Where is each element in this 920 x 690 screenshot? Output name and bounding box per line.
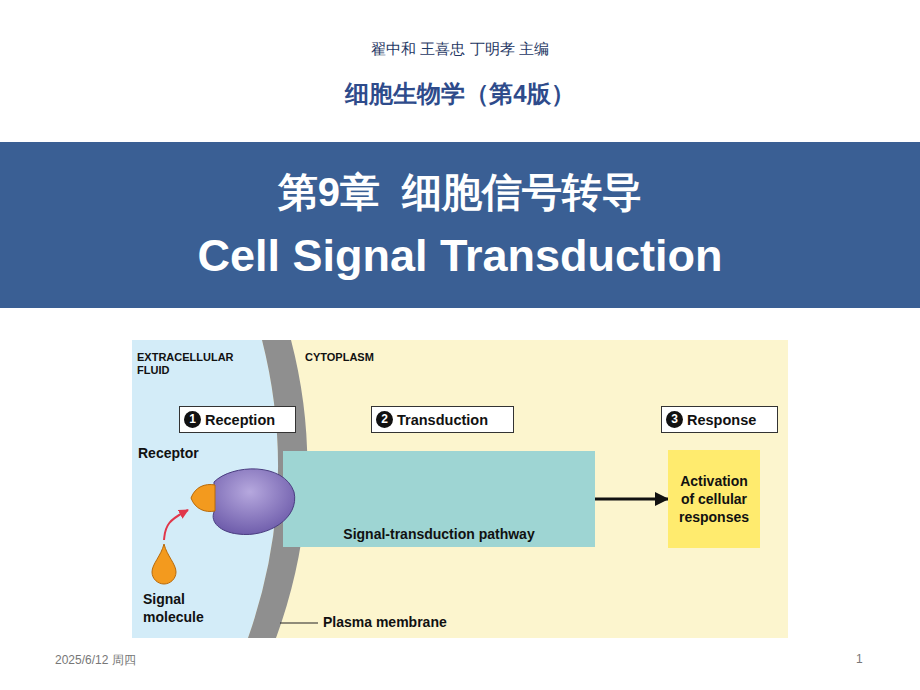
- receptor-outline: [188, 462, 298, 538]
- node-text: Signal molecule: [143, 590, 209, 626]
- ligand-drop: [152, 544, 176, 584]
- relay-protein: [530, 470, 600, 530]
- relay-protein: [346, 472, 396, 522]
- binding-arrow: [164, 510, 188, 540]
- cytoplasm-area: [132, 340, 788, 638]
- membrane-label: Plasma membrane: [323, 614, 483, 630]
- book-title: 细胞生物学（第4版）: [0, 78, 920, 110]
- receptor-shape: Receptor: [188, 462, 298, 538]
- callout-number: 1: [184, 411, 201, 428]
- pathway-arrow: [300, 496, 338, 499]
- region-label: CYTOPLASM: [305, 351, 425, 363]
- node-text: Reception: [205, 412, 275, 428]
- title-band: 第9章 细胞信号转导 Cell Signal Transduction: [0, 142, 920, 308]
- node-text: Activation of cellular responses: [672, 472, 756, 526]
- signal-molecule: Signal molecule: [140, 540, 204, 622]
- bound-ligand: [191, 485, 215, 512]
- pathway-band: Signal-transduction pathway: [283, 451, 595, 547]
- region-label: EXTRACELLULAR FLUID: [137, 351, 241, 377]
- callout-number: 3: [666, 411, 683, 428]
- pathway-arrow: [402, 494, 437, 497]
- node-text: Response: [687, 412, 756, 428]
- node-text: Transduction: [397, 412, 488, 428]
- node-text: Cell Signal Transduction: [197, 230, 722, 282]
- page-number: 1: [856, 652, 876, 666]
- node-text: Signal-transduction pathway: [283, 526, 595, 542]
- node-text: Receptor: [138, 445, 199, 461]
- pathway-arrow: [508, 496, 533, 499]
- date-footer: 2025/6/12 周四: [55, 652, 205, 669]
- callout-number: 2: [376, 411, 393, 428]
- node-text: 第9章 细胞信号转导: [278, 168, 642, 216]
- response-arrow: [595, 498, 668, 501]
- response-box: Activation of cellular responses: [668, 450, 760, 548]
- relay-protein: [444, 461, 507, 523]
- author-line: 翟中和 王喜忠 丁明孝 主编: [0, 40, 920, 59]
- leader-line: [280, 622, 318, 623]
